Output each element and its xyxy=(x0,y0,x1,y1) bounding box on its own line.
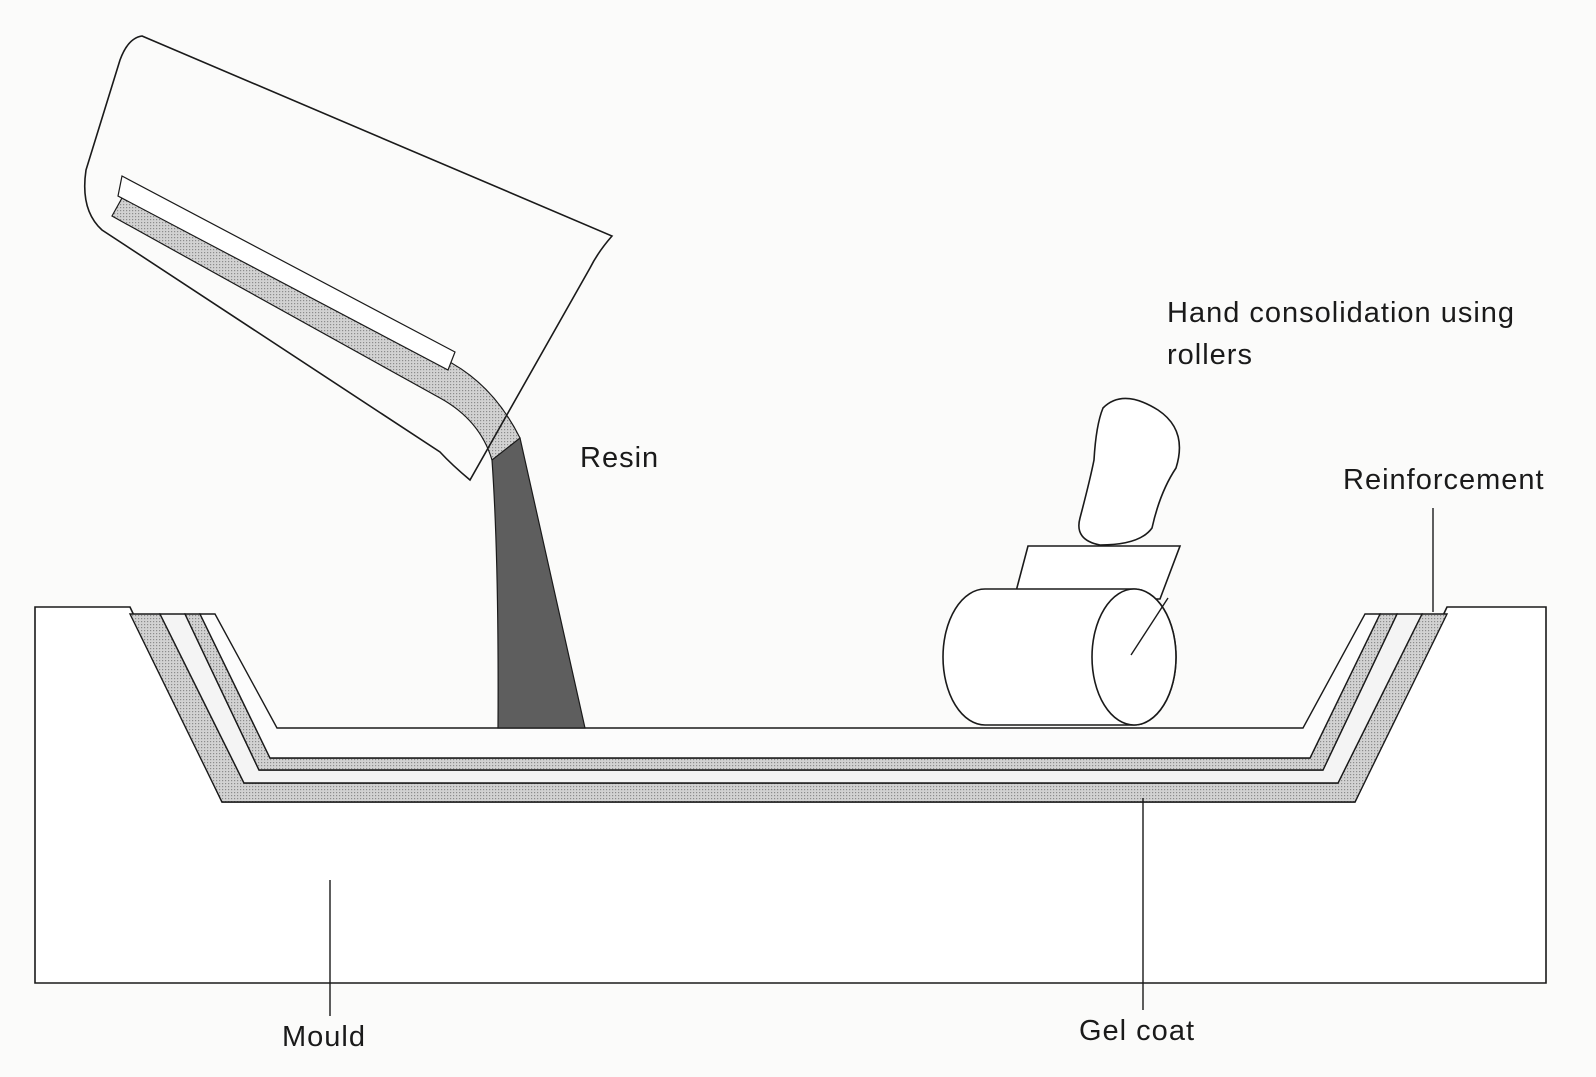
resin-pour xyxy=(111,197,521,462)
resin-label: Resin xyxy=(580,442,660,474)
roller-handle xyxy=(1078,397,1181,546)
hand-consolidation-label: Hand consolidation using rollers xyxy=(1167,292,1515,376)
reinforcement-label: Reinforcement xyxy=(1343,464,1545,496)
beaker xyxy=(83,35,614,482)
roller-frame xyxy=(1012,545,1182,600)
roller-cylinder-end xyxy=(1091,588,1177,726)
hand-consolidation-label-line2: rollers xyxy=(1167,339,1253,371)
laminate-top-layer xyxy=(198,613,1382,759)
roller-axle xyxy=(1130,597,1169,656)
hand-consolidation-label-line1: Hand consolidation using xyxy=(1167,297,1516,329)
gel-coat-label: Gel coat xyxy=(1079,1015,1195,1047)
mould-label: Mould xyxy=(282,1021,366,1053)
beaker-inner-strip xyxy=(117,175,456,371)
